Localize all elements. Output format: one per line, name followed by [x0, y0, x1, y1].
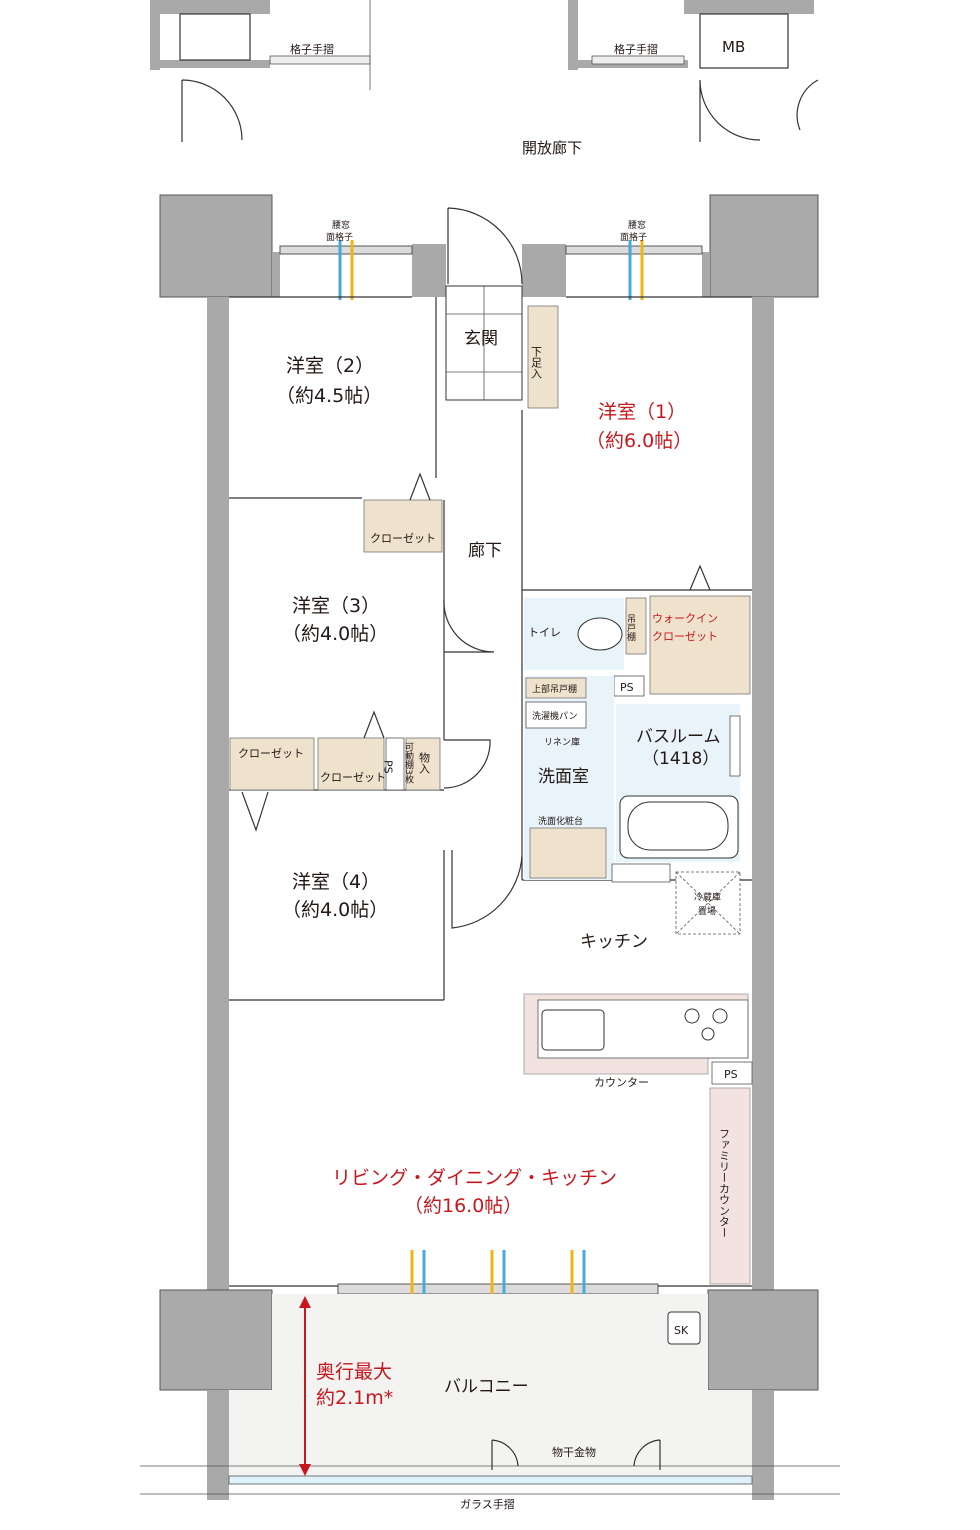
closet-room3 [229, 737, 315, 791]
sk-label: SK [674, 1324, 689, 1337]
door-room4 [443, 739, 491, 789]
room2-name-label: 洋室（2） [286, 355, 374, 377]
waist-window-right-label-2: 面格子 [620, 231, 647, 243]
family-counter [709, 1087, 751, 1285]
clothes-rack-label: 物干金物 [552, 1445, 596, 1459]
stove-icon [684, 1008, 728, 1041]
walk-in-label-2: クローゼット [652, 630, 718, 643]
closet-door-room3 [363, 710, 385, 739]
structure [159, 194, 819, 1500]
ps-kitchen-label: PS [724, 1068, 738, 1081]
closet-room2 [363, 499, 443, 553]
room1-name-label: 洋室（1） [598, 401, 686, 423]
closet-room3-label: クローゼット [238, 747, 304, 760]
bathroom-size-label: （1418） [642, 749, 719, 769]
entrance-label: 玄関 [464, 329, 498, 349]
lattice-rail-left-label: 格子手摺 [290, 42, 334, 56]
closet-door-room4 [241, 791, 269, 832]
walkin-door [689, 564, 711, 591]
corridor-neighbors [150, 0, 819, 142]
ps-toilet-label: PS [620, 681, 634, 694]
closet-room4-label: クローゼット [320, 771, 386, 784]
window-room1 [565, 245, 703, 255]
storage-label: 物入 [418, 751, 431, 774]
balcony-label: バルコニー [444, 1377, 529, 1397]
bathroom-name-label: バスルーム [636, 727, 721, 747]
vanity-label: 洗面化粧台 [538, 815, 583, 827]
depth-arrow [299, 1296, 311, 1476]
linen-label: リネン庫 [544, 736, 580, 748]
fridge-label-2: 置場 [698, 905, 716, 917]
depth-label-2: 約2.1m* [316, 1387, 393, 1409]
waist-window-left-label-2: 面格子 [326, 231, 353, 243]
room4-area-label: （約4.0帖） [282, 899, 388, 921]
waist-window-right-label-1: 腰窓 [628, 219, 646, 231]
closet-room2-label: クローゼット [370, 532, 436, 545]
ps-left-label: PS [382, 760, 395, 774]
balcony [272, 1294, 708, 1390]
hallway-label: 廊下 [468, 541, 502, 561]
waist-window-left-label-1: 腰窓 [332, 219, 350, 231]
kitchen-label: キッチン [580, 932, 648, 952]
balcony-door-left [491, 1439, 519, 1470]
washroom-label: 洗面室 [538, 767, 589, 787]
room3-name-label: 洋室（3） [292, 595, 380, 617]
closet-door-room2 [409, 472, 431, 501]
room4-name-label: 洋室（4） [292, 871, 380, 893]
door-room4b [451, 850, 523, 929]
family-counter-label: ファミリーカウンター [718, 1128, 731, 1238]
movable-shelf-label: 可動棚3枚 [403, 742, 414, 785]
window-ldk [337, 1283, 659, 1295]
closet-room4 [317, 737, 385, 791]
shoe-box-label: 下足入 [530, 346, 543, 379]
toilet-shelf-label: 吊戸棚 [625, 614, 636, 642]
ldk-name-label: リビング・ダイニング・キッチン [332, 1167, 617, 1189]
walk-in-label-1: ウォークイン [652, 612, 718, 625]
walk-in-closet [649, 595, 751, 695]
room1-area-label: （約6.0帖） [586, 430, 692, 452]
entrance-area [445, 207, 559, 409]
room3-area-label: （約4.0帖） [282, 623, 388, 645]
ldk-area-label: （約16.0帖） [404, 1195, 522, 1217]
storage [405, 737, 441, 791]
window-room2 [279, 245, 413, 255]
glass-rail-label: ガラス手摺 [460, 1497, 515, 1511]
washer-pan-label: 洗濯機パン [532, 710, 577, 722]
fridge-label-1: 冷蔵庫 [694, 891, 721, 903]
balcony-door-right [633, 1439, 661, 1470]
toilet-label: トイレ [528, 626, 561, 639]
depth-label-1: 奥行最大 [316, 1361, 392, 1383]
open-corridor-label: 開放廊下 [522, 139, 582, 157]
door-room3 [443, 599, 495, 653]
mb-label: MB [722, 38, 745, 56]
lattice-rail-right-label: 格子手摺 [614, 42, 658, 56]
counter-label: カウンター [594, 1076, 649, 1089]
room2-area-label: （約4.5帖） [276, 385, 382, 407]
upper-cabinet-label: 上部吊戸棚 [532, 683, 577, 695]
